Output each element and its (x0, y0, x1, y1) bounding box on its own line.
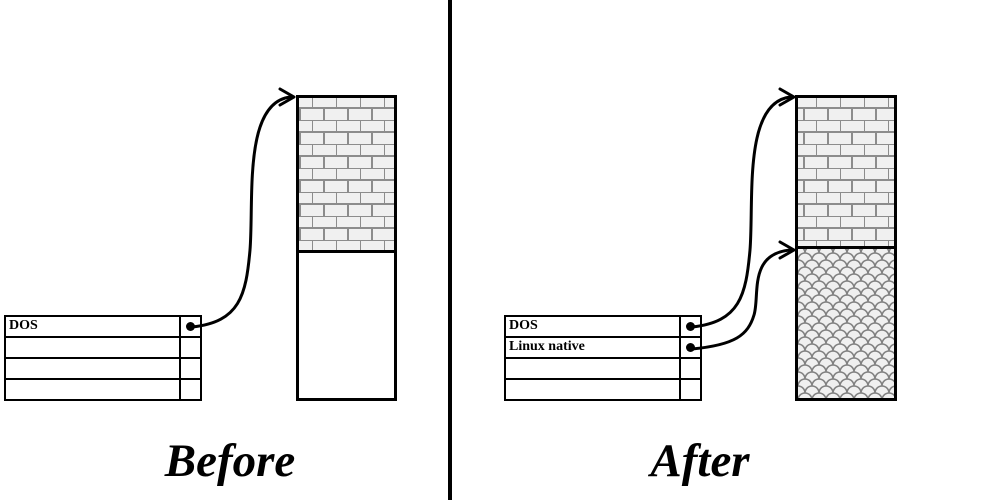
pointer-cell (179, 380, 200, 399)
partition-table-after: DOS Linux native (504, 315, 702, 401)
arrow-before-dos (190, 95, 292, 329)
partition-row: DOS (506, 317, 700, 338)
pointer-cell (179, 338, 200, 357)
pointer-cell (679, 380, 700, 399)
disk-before-free-section (296, 250, 397, 401)
panel-divider (448, 0, 452, 500)
partition-label (506, 380, 679, 399)
caption-after: After (650, 435, 750, 487)
pointer-cell (679, 359, 700, 378)
partition-row (6, 380, 200, 399)
caption-before: Before (164, 435, 296, 487)
pointer-cell (679, 317, 700, 336)
disk-after-bottom-section (795, 246, 897, 401)
arrow-after-linux (690, 248, 792, 351)
pointer-dot (686, 343, 695, 352)
partition-label: DOS (509, 318, 538, 333)
pointer-cell (179, 317, 200, 336)
arrow-before-dos-head-icon (278, 87, 296, 107)
partition-label (6, 359, 179, 378)
partition-label (506, 359, 679, 378)
disk-before-used-section (296, 95, 397, 253)
partition-row (506, 380, 700, 399)
partition-label: DOS (9, 318, 38, 333)
arrow-after-linux-head-icon (778, 240, 796, 260)
pointer-dot (686, 322, 695, 331)
pointer-cell (179, 359, 200, 378)
pointer-dot (186, 322, 195, 331)
disk-after (795, 95, 897, 401)
partition-label (6, 338, 179, 357)
partition-row (6, 359, 200, 380)
arrow-after-dos-head-icon (778, 87, 796, 107)
disk-after-top-section (795, 95, 897, 249)
partition-row (6, 338, 200, 359)
pointer-cell (679, 338, 700, 357)
disk-before (296, 95, 397, 401)
partition-label: Linux native (509, 339, 585, 354)
arrow-after-dos (690, 95, 792, 329)
partition-row: Linux native (506, 338, 700, 359)
partition-label (6, 380, 179, 399)
partition-table-before: DOS (4, 315, 202, 401)
partition-row: DOS (6, 317, 200, 338)
partition-row (506, 359, 700, 380)
